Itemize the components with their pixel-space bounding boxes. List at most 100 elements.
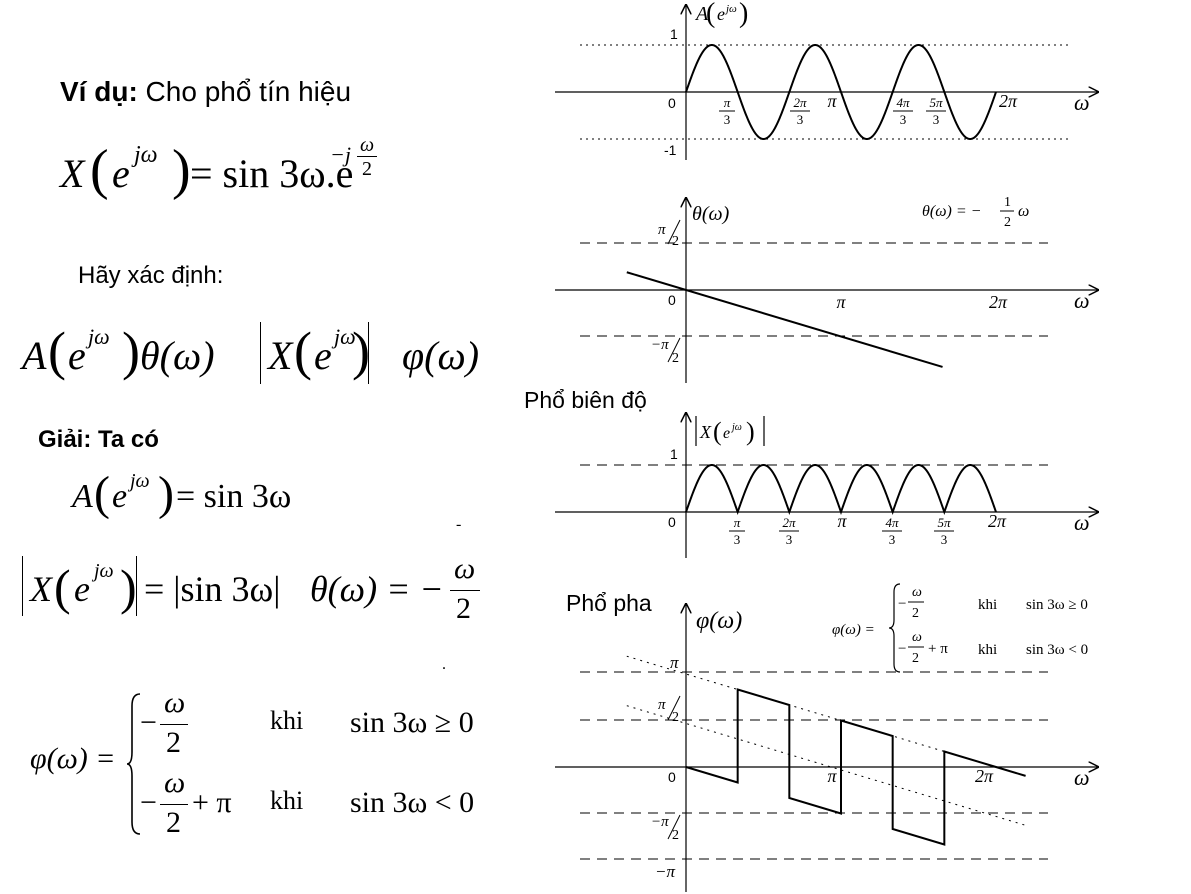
mag-xtick-5pi3-num: 5π [937,515,951,530]
phase-legend-brace [888,583,901,673]
rhs: = sin 3ω.e [190,151,354,196]
amp-xtick-4pi3-num: 4π [896,95,910,110]
mag-ylabel-X: X [699,422,712,442]
mag-paren-close: ) [746,417,755,446]
phase-xtick-pi: π [827,766,837,786]
abs-bar-left [260,322,261,384]
r1-den: 2 [166,726,181,759]
mag-xlabel: ω [1074,510,1090,535]
phase-xtick-2pi: 2π [975,766,994,786]
r1-pre: − [140,706,157,739]
example-heading: Ví dụ: Cho phổ tín hiệu [60,76,351,108]
paren-open: ( [94,467,110,520]
theta-ytick-npi2-den: 2 [672,351,679,366]
exp-prefix: −j [330,142,351,167]
phase-guide-lower [626,705,1026,826]
eq-phase-piecewise: φ(ω) = − ω 2 khi sin 3ω ≥ 0 − ω 2 + π kh… [30,686,490,840]
amp-ylabel-A: A [694,3,709,25]
theta-eq-rhs: ω [1018,203,1029,220]
amp-xtick-2pi3-den: 3 [797,112,804,127]
phase-ytick-pi2-num: π [658,697,666,713]
phase-curve [685,688,1026,846]
target-sup: jω [88,324,110,349]
paren-open: ( [54,559,71,615]
amp-xtick-2pi: 2π [999,91,1018,111]
amp-xtick-pi: π [827,91,837,111]
determine-text: Hãy xác định: [78,262,224,289]
graph-magnitude: Phổ biên độ X ( e jω ) 1 0 ω π 3 2π 3 π … [524,387,1098,558]
phase-legend-r2-khi: khi [978,642,997,658]
rhs: = sin 3ω [176,478,292,515]
r1-cond: sin 3ω ≥ 0 [350,706,474,739]
stray-dash: - [456,516,462,533]
paren-open: ( [294,321,312,381]
phase-ytick-npi: −π [655,862,675,881]
theta-eq-num: 1 [1004,195,1011,210]
theta-xtick-2pi: 2π [989,292,1008,312]
theta-eq-lhs: θ(ω) = − [922,203,981,220]
amp-xtick-5pi3-num: 5π [929,95,943,110]
mag-xtick-pi3-num: π [734,515,741,530]
paren-open: ( [48,321,66,381]
brace [126,693,141,835]
theta-ytick-pi2-den: 2 [672,234,679,249]
mag-xtick-pi3-den: 3 [734,532,741,547]
theta-eq: θ(ω) = − [310,569,444,609]
paren-close: ) [158,467,174,520]
target-e2: e [314,333,332,378]
graph-theta: θ(ω) θ(ω) = − 1 2 ω π 2 −π 2 0 π 2π ω [555,195,1098,383]
phase-legend-r2-den: 2 [912,651,919,666]
amp-xtick-5pi3-den: 3 [933,112,940,127]
amp-curve [685,43,997,141]
amp-xtick-pi3-den: 3 [724,112,731,127]
phase-legend-r2-pre: − [898,641,906,657]
phase-ytick-pi2-slash [667,695,681,721]
sup-jw: jω [130,470,150,492]
theta-ytick-pi2-slash [667,219,681,245]
phase-ytick-npi2-slash [667,814,681,840]
mag-xtick-5pi3-den: 3 [941,532,948,547]
theta-num: ω [454,552,476,585]
target-theta: θ(ω) [140,333,215,378]
mag-xtick-4pi3-den: 3 [889,532,896,547]
phase-ytick-npi2-den: 2 [672,828,679,843]
amp-ylabel-e: e [717,4,725,24]
theta-line [626,271,943,368]
theta-ytick-npi2-num: −π [651,337,669,353]
r2-pre: − [140,786,157,819]
amp-paren-open: ( [706,0,715,29]
r1-num: ω [164,686,186,719]
abs-bar-right [368,322,369,384]
phase-legend-r2-num: ω [912,630,922,645]
mag-paren-open: ( [713,417,722,446]
phi-lhs: φ(ω) = [30,742,116,775]
paren-open: ( [90,139,109,201]
theta-den: 2 [456,592,471,625]
theta-fraction-bar [450,590,480,591]
amp-origin: 0 [668,95,676,111]
target-sup2: jω [334,324,356,349]
paren-close: ) [172,139,191,201]
phase-legend-r1-pre: − [898,596,906,612]
r2-cond: sin 3ω < 0 [350,786,475,819]
example-text: Cho phổ tín hiệu [137,76,352,107]
sup-jw: jω [94,560,114,582]
target-X: X [268,333,293,378]
phase-ytick-npi2-num: −π [651,814,669,830]
theta-ylabel: θ(ω) [692,203,730,225]
amp-xtick-2pi3-num: 2π [793,95,807,110]
phase-ylabel: φ(ω) [696,608,742,634]
theta-origin: 0 [668,292,676,308]
mag-xtick-pi: π [837,511,847,531]
sym-A: A [72,478,93,515]
mag-ylabel-e: e [723,425,730,442]
sym-X: X [60,151,85,196]
mag-xtick-4pi3-num: 4π [885,515,899,530]
paren-close: ) [120,559,137,615]
phase-legend-r1-khi: khi [978,597,997,613]
sym-X: X [30,569,52,609]
theta-ytick-pi2-num: π [658,222,666,238]
mag-xtick-2pi3-num: 2π [782,515,796,530]
